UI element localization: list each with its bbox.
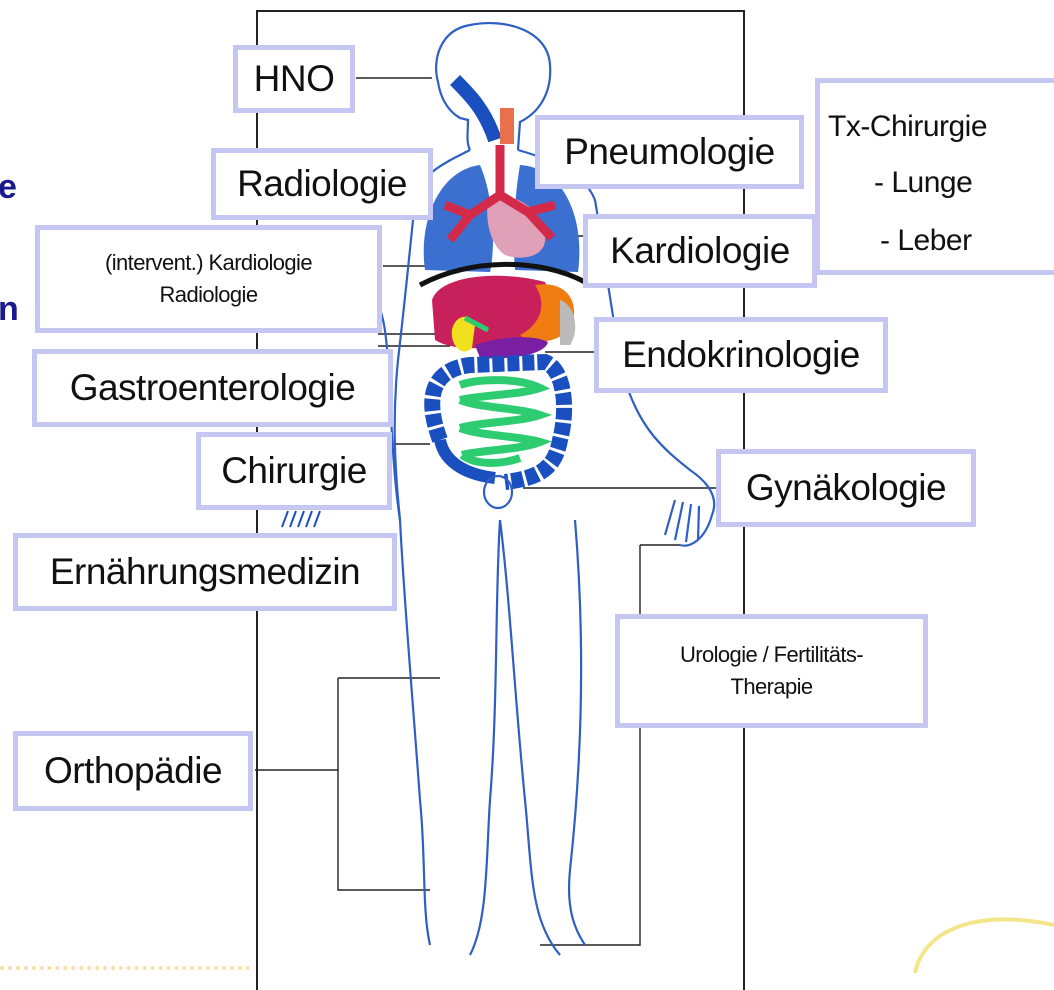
label-radiologie-text: Radiologie [237, 163, 407, 205]
label-pneumologie: Pneumologie [535, 115, 804, 189]
label-orthopaedie: Orthopädie [13, 731, 253, 811]
label-kardiologie-text: Kardiologie [610, 230, 790, 272]
label-intervent-kardiologie-line1: (intervent.) Kardiologie [105, 247, 312, 279]
hatch-marks [282, 511, 320, 527]
label-chirurgie: Chirurgie [196, 432, 392, 510]
label-pneumologie-text: Pneumologie [564, 131, 774, 173]
label-urologie-line2: Therapie [730, 671, 812, 703]
label-ernaehrungsmedizin: Ernährungsmedizin [13, 533, 397, 611]
small-intestine [460, 380, 540, 463]
label-ernaehrungsmedizin-text: Ernährungsmedizin [50, 551, 360, 593]
tx-chirurgie-leber: - Leber [880, 224, 972, 258]
label-urologie-line1: Urologie / Fertilitäts- [680, 639, 863, 671]
label-orthopaedie-text: Orthopädie [44, 750, 222, 792]
label-kardiologie: Kardiologie [583, 214, 817, 288]
tx-chirurgie-title: Tx-Chirurgie [828, 110, 987, 144]
left-lung [424, 165, 493, 272]
label-hno: HNO [233, 45, 355, 113]
dotted-rule [0, 966, 250, 970]
label-radiologie: Radiologie [211, 148, 433, 220]
label-endokrinologie: Endokrinologie [594, 317, 888, 393]
label-endokrinologie-text: Endokrinologie [622, 334, 860, 376]
trachea [500, 108, 514, 144]
label-hno-text: HNO [254, 58, 335, 100]
partial-circle-decoration [905, 905, 1054, 973]
label-gynaekologie-text: Gynäkologie [746, 467, 946, 509]
label-intervent-kardiologie-line2: Radiologie [160, 279, 258, 311]
edge-fragment-2: n [0, 290, 19, 329]
edge-fragment-1: e [0, 168, 17, 207]
label-gastroenterologie-text: Gastroenterologie [70, 367, 356, 409]
label-gynaekologie: Gynäkologie [716, 449, 976, 527]
label-gastroenterologie: Gastroenterologie [32, 349, 393, 427]
label-chirurgie-text: Chirurgie [221, 450, 367, 492]
label-urologie: Urologie / Fertilitäts- Therapie [615, 614, 928, 728]
tx-chirurgie-lunge: - Lunge [874, 166, 972, 200]
label-intervent-kardiologie: (intervent.) Kardiologie Radiologie [35, 225, 382, 333]
